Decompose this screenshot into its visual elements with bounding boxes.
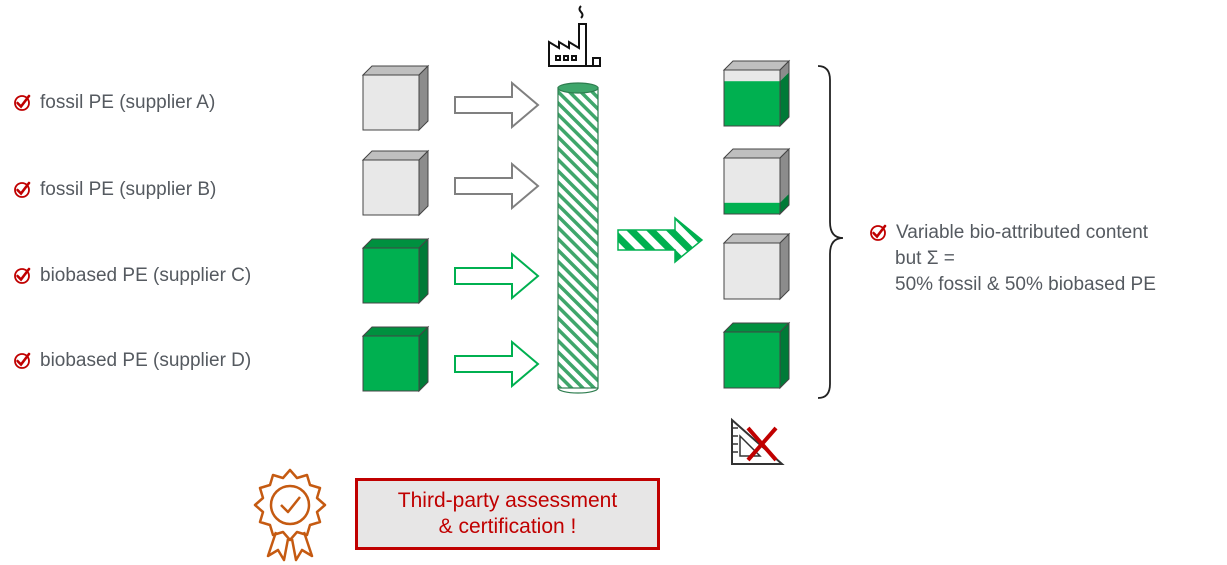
- measure-crossed-icon: [731, 417, 785, 465]
- output-cube: [722, 147, 791, 216]
- summary-block: Variable bio-attributed content but Σ = …: [868, 220, 1156, 298]
- check-circle-icon: [14, 352, 31, 369]
- production-cylinder: [557, 82, 599, 394]
- input-label: fossil PE (supplier B): [40, 179, 217, 200]
- input-cube: [361, 237, 430, 305]
- input-cube: [361, 325, 430, 393]
- check-circle-icon: [14, 267, 31, 284]
- curly-brace: [817, 65, 844, 399]
- input-row-supplier-c: biobased PE (supplier C): [12, 265, 251, 287]
- input-arrow-d: [454, 339, 540, 389]
- input-row-supplier-d: biobased PE (supplier D): [12, 350, 251, 372]
- input-arrow-a: [454, 80, 540, 130]
- output-cubes: [722, 59, 791, 390]
- certificate-badge-icon: [253, 468, 327, 562]
- summary-line-1: Variable bio-attributed content: [896, 222, 1149, 243]
- certification-box: Third-party assessment & certification !: [355, 478, 660, 550]
- certification-line-2: & certification !: [438, 515, 577, 538]
- input-label: biobased PE (supplier C): [40, 265, 252, 286]
- summary-line-2: but Σ =: [895, 248, 955, 269]
- factory-icon: [548, 5, 601, 67]
- output-cube: [722, 321, 791, 390]
- input-cube: [361, 149, 430, 217]
- input-label: fossil PE (supplier A): [40, 92, 216, 113]
- output-cube: [722, 59, 791, 128]
- input-label: biobased PE (supplier D): [40, 350, 252, 371]
- check-circle-icon: [870, 224, 887, 241]
- certification-line-1: Third-party assessment: [397, 489, 618, 512]
- input-row-supplier-a: fossil PE (supplier A): [12, 92, 215, 114]
- summary-line-3: 50% fossil & 50% biobased PE: [895, 274, 1156, 295]
- input-cube: [361, 64, 430, 132]
- output-arrow: [617, 216, 704, 264]
- input-cubes: [361, 64, 430, 393]
- output-cube: [722, 232, 791, 301]
- input-arrow-c: [454, 251, 540, 301]
- check-circle-icon: [14, 94, 31, 111]
- input-arrow-b: [454, 161, 540, 211]
- input-row-supplier-b: fossil PE (supplier B): [12, 179, 216, 201]
- check-circle-icon: [14, 181, 31, 198]
